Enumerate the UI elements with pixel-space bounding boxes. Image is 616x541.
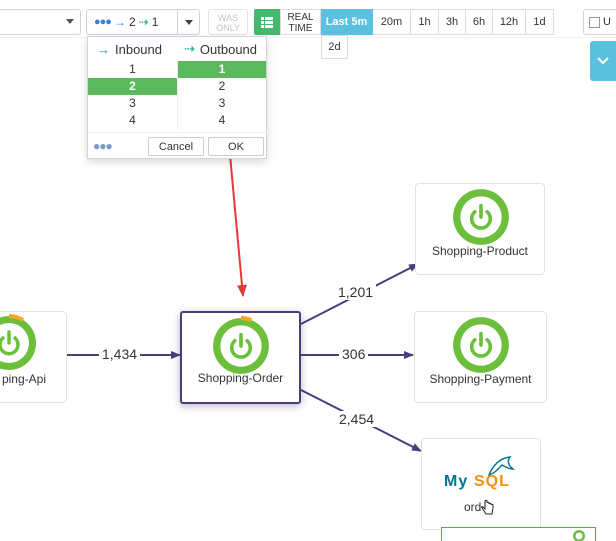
node-label: Shopping-Payment xyxy=(429,372,532,386)
mysql-logo-sql: SQL xyxy=(474,473,510,490)
mini-map[interactable] xyxy=(441,527,596,541)
chevron-down-icon xyxy=(66,19,74,24)
right-checkbox-label: U xyxy=(603,16,611,28)
inbound-arrow-icon: → xyxy=(97,41,110,57)
inbound-options: 1 2 3 4 xyxy=(88,61,177,129)
realtime-line2: TIME xyxy=(288,23,313,34)
mysql-logo-my: My xyxy=(444,473,469,490)
edge-label-api-order: 1,434 xyxy=(99,346,141,362)
inbound-arrow-icon: → xyxy=(113,15,126,29)
realtime-button[interactable]: REAL TIME xyxy=(280,9,321,35)
node-shopping-api[interactable]: ping-Api xyxy=(0,311,67,403)
dolphin-icon xyxy=(487,456,515,477)
outbound-options: 1 2 3 4 xyxy=(177,61,266,129)
inbound-option-2[interactable]: 2 xyxy=(88,78,177,95)
outbound-option-4[interactable]: 4 xyxy=(218,113,226,127)
was-only-line1: WAS xyxy=(217,13,239,23)
range-12h[interactable]: 12h xyxy=(493,9,526,35)
spring-boot-icon xyxy=(453,317,509,373)
outbound-header-label: Outbound xyxy=(199,41,258,57)
edge-label-order-payment: 306 xyxy=(339,346,369,362)
range-1d[interactable]: 1d xyxy=(526,9,554,35)
was-only-line2: ONLY xyxy=(216,23,240,33)
right-checkbox[interactable]: U xyxy=(583,9,616,35)
spring-boot-icon xyxy=(453,189,509,245)
spring-boot-icon xyxy=(573,530,585,541)
outbound-depth-value: 1 xyxy=(151,15,159,29)
realtime-line1: REAL xyxy=(287,12,314,23)
range-3h[interactable]: 3h xyxy=(439,9,466,35)
outbound-header: ⇢ Outbound xyxy=(184,37,257,61)
range-20m[interactable]: 20m xyxy=(373,9,411,35)
side-panel-toggle[interactable] xyxy=(590,41,616,81)
edge-label-order-product: 1,201 xyxy=(335,284,377,300)
list-view-button[interactable] xyxy=(254,9,280,35)
node-shopping-payment[interactable]: Shopping-Payment xyxy=(414,311,547,403)
range-1h[interactable]: 1h xyxy=(411,9,439,35)
chevron-down-icon xyxy=(597,57,609,65)
outbound-arrow-icon: ⇢ xyxy=(138,15,149,29)
inbound-header-label: Inbound xyxy=(115,41,162,57)
was-only-toggle[interactable]: WAS ONLY xyxy=(208,9,248,35)
inbound-option-1[interactable]: 1 xyxy=(129,62,136,76)
cancel-button[interactable]: Cancel xyxy=(148,137,204,156)
list-icon xyxy=(261,16,273,28)
dropdown-footer: ●●● Cancel OK xyxy=(88,132,268,159)
inbound-depth-value: 2 xyxy=(128,15,136,29)
depth-dropdown-toggle[interactable] xyxy=(177,9,200,35)
node-dots-icon: ●●● xyxy=(94,16,112,28)
node-label: ord xyxy=(464,500,482,514)
inbound-option-4[interactable]: 4 xyxy=(129,113,136,127)
application-select[interactable] xyxy=(0,9,81,35)
node-label: Shopping-Product xyxy=(431,244,529,258)
edge-label-order-mysql: 2,454 xyxy=(336,411,378,427)
chevron-down-icon xyxy=(185,20,193,25)
checkbox-box[interactable] xyxy=(589,16,600,28)
range-2d[interactable]: 2d xyxy=(321,35,348,59)
toolbar: ●●● → 2 ⇢ 1 WAS ONLY REAL TIME Last 5m 2… xyxy=(0,0,616,38)
outbound-arrow-icon: ⇢ xyxy=(184,41,195,56)
inbound-option-3[interactable]: 3 xyxy=(129,96,136,110)
range-6h[interactable]: 6h xyxy=(466,9,493,35)
node-shopping-product[interactable]: Shopping-Product xyxy=(415,183,545,275)
outbound-option-2[interactable]: 2 xyxy=(218,79,226,93)
hand-pointer-icon xyxy=(481,499,494,515)
inbound-header: → Inbound xyxy=(97,37,162,61)
node-label: Shopping-Order xyxy=(197,371,284,385)
node-dots-icon: ●●● xyxy=(93,139,113,153)
depth-dropdown: → Inbound ⇢ Outbound 1 2 3 4 1 2 3 4 ●●●… xyxy=(87,36,268,159)
spring-boot-icon xyxy=(0,314,36,370)
outbound-option-1[interactable]: 1 xyxy=(178,61,266,78)
spring-boot-icon xyxy=(213,316,269,374)
node-mysql-order[interactable]: My SQL ord xyxy=(421,438,541,530)
ok-button[interactable]: OK xyxy=(208,137,264,156)
node-label: ping-Api xyxy=(1,372,46,386)
node-shopping-order[interactable]: Shopping-Order xyxy=(180,311,301,404)
outbound-option-3[interactable]: 3 xyxy=(218,96,226,110)
range-last-5m[interactable]: Last 5m xyxy=(321,9,373,35)
